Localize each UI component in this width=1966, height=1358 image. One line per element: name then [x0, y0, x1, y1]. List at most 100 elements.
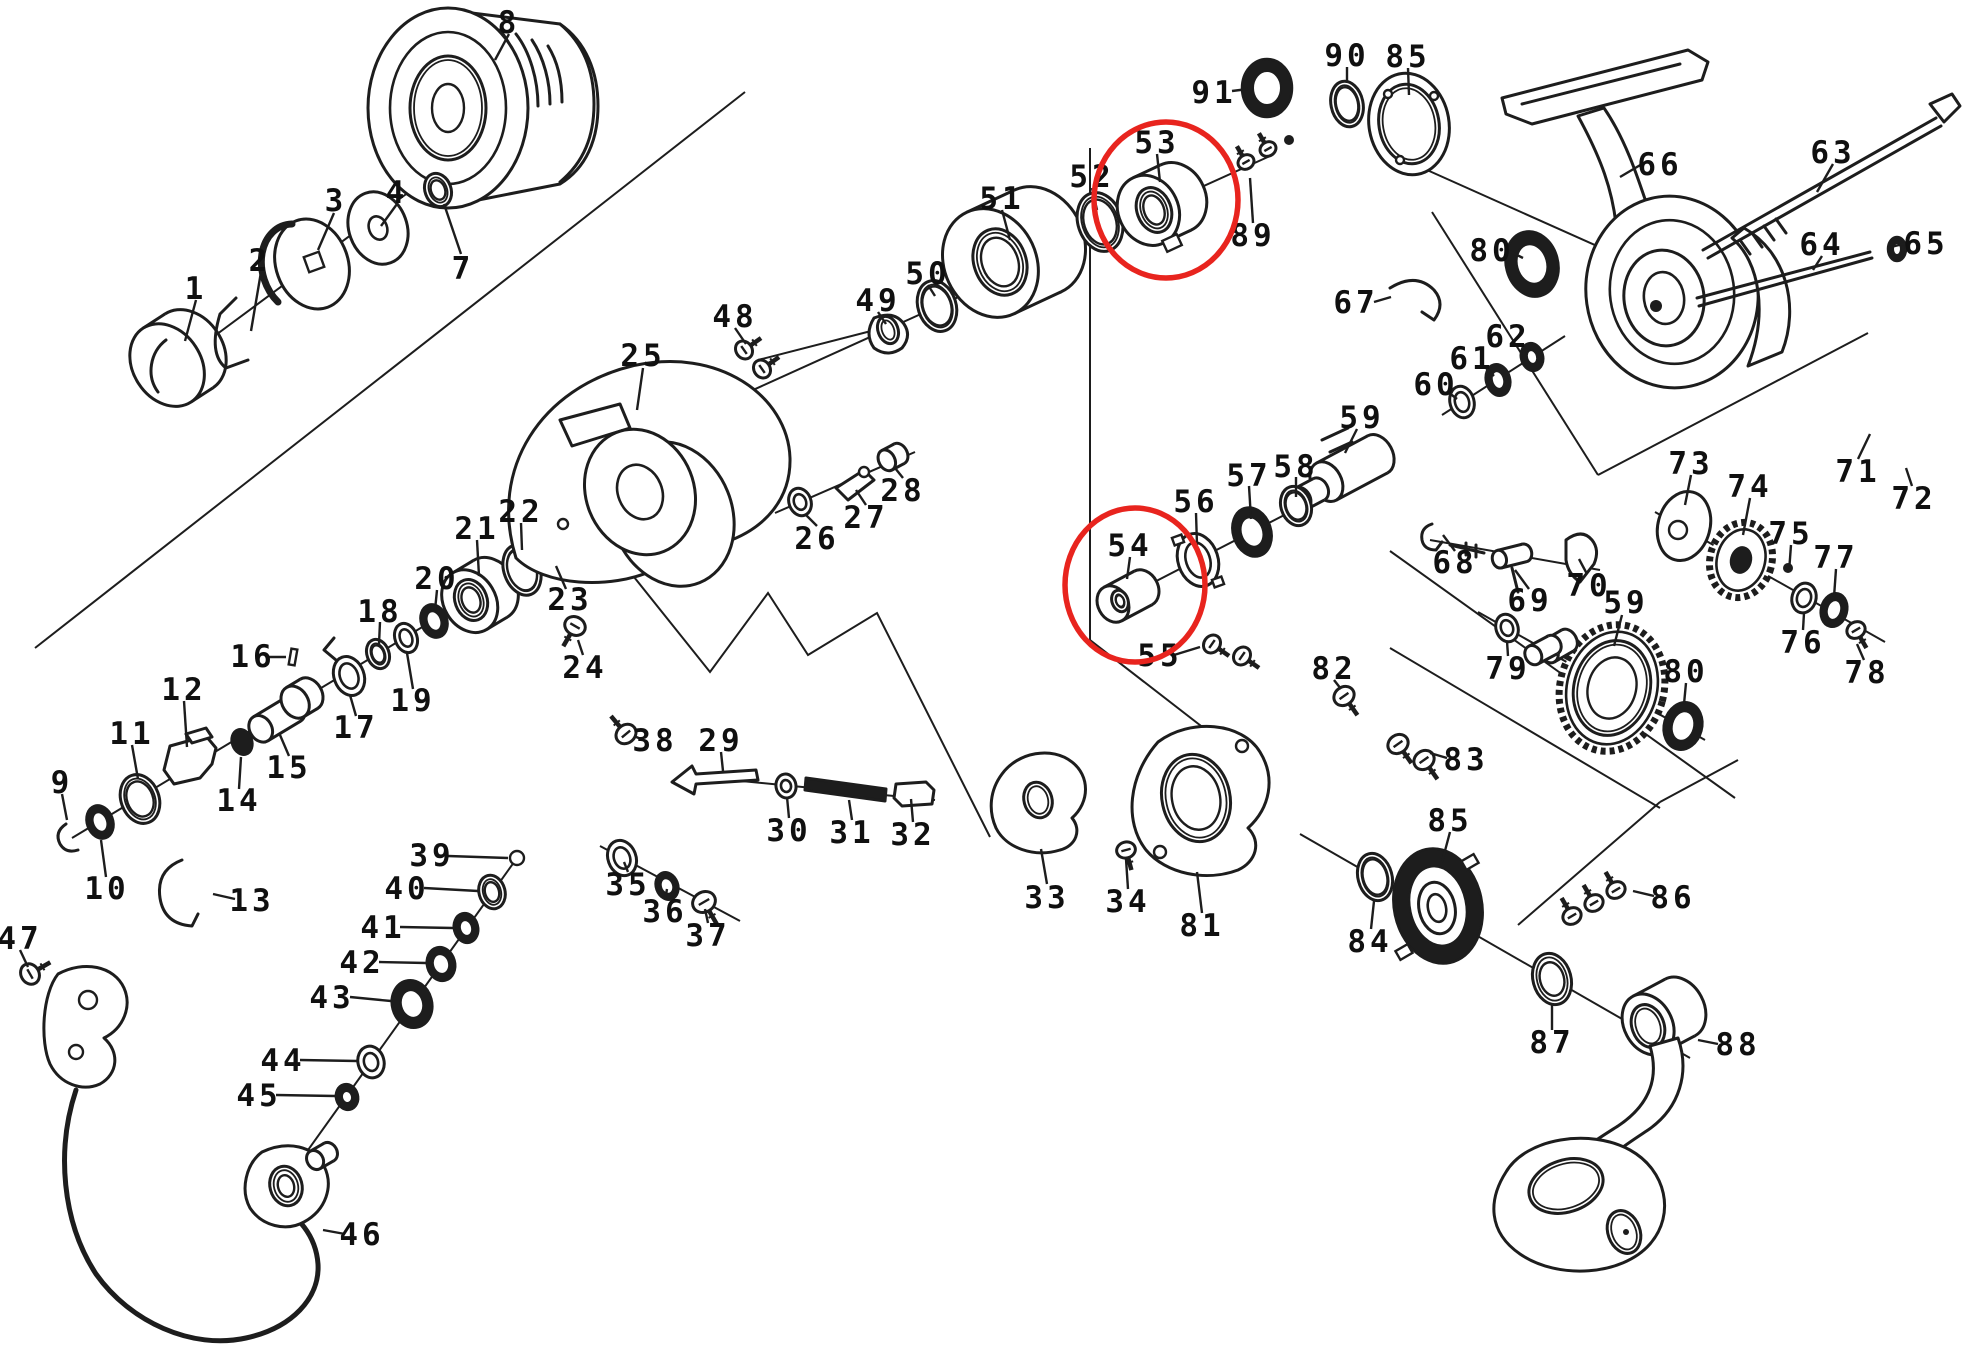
construction-line	[34, 91, 746, 649]
leader-line	[635, 367, 645, 411]
leader-line	[1333, 679, 1342, 690]
leader-line	[804, 513, 818, 527]
screw-86b-slot	[1589, 899, 1599, 907]
drag-knob-face	[128, 322, 206, 408]
bush-15-face	[247, 714, 275, 744]
washer-19-bore	[398, 627, 414, 649]
leader-line	[1787, 544, 1793, 573]
arm-27-hole	[857, 465, 871, 479]
drag-knob-arc	[149, 338, 168, 394]
part-label-8: 8	[498, 5, 521, 41]
part-label-49: 49	[855, 283, 900, 319]
leader-line	[909, 798, 915, 823]
screw-48a-thread	[751, 338, 758, 347]
handle-88-knob-face	[1527, 1157, 1605, 1215]
flange-85a-h2	[1428, 90, 1440, 102]
rod-64	[1695, 250, 1874, 308]
construction-line	[1431, 211, 1599, 476]
construction-line	[1517, 801, 1661, 926]
screw-89a-slot	[1241, 158, 1251, 166]
nut-21-face-rim	[457, 582, 485, 618]
leader-line	[1369, 900, 1376, 930]
bearing-80a-bore	[1515, 243, 1549, 285]
spool-ring-bore	[429, 179, 447, 201]
bearing-91-bore	[1252, 70, 1282, 106]
part-label-85: 85	[1385, 39, 1430, 75]
part-label-78: 78	[1844, 655, 1889, 691]
leader-line	[785, 796, 791, 819]
spring-bar-29	[670, 764, 760, 796]
part-label-74: 74	[1727, 469, 1772, 505]
leader-line	[1890, 241, 1908, 249]
leader-line	[633, 734, 642, 741]
part-label-7: 7	[452, 251, 475, 287]
part-label-51: 51	[979, 181, 1024, 217]
flange-85a-ring	[1377, 82, 1441, 166]
leader-line	[380, 203, 398, 227]
ball-39	[508, 849, 526, 867]
flange-85a-ring-rim	[1381, 87, 1437, 161]
part-label-71: 71	[1835, 454, 1880, 490]
screw-55a-thread	[1219, 647, 1226, 656]
part-label-37: 37	[685, 918, 730, 954]
washer-79-bore	[1499, 618, 1515, 638]
screw-83b-slot	[1418, 755, 1430, 765]
leader-line	[1801, 612, 1806, 631]
part-label-58: 58	[1273, 449, 1318, 485]
part-label-68: 68	[1432, 545, 1477, 581]
screw-86a-thread	[1561, 902, 1570, 908]
leader-line	[1173, 645, 1201, 657]
part-label-15: 15	[266, 750, 311, 786]
spool-hub-rim	[413, 59, 483, 157]
seal-42-bore	[431, 953, 451, 975]
collar-56-ear1	[1170, 532, 1186, 548]
screw-86c-slot	[1611, 886, 1621, 894]
leader-line	[1247, 485, 1253, 520]
leader-line	[1447, 391, 1458, 400]
part-label-48: 48	[712, 299, 757, 335]
bail-arm-h1	[77, 989, 99, 1011]
part-label-57: 57	[1226, 458, 1271, 494]
washer-40-bore	[483, 880, 501, 904]
spring-13	[157, 858, 200, 928]
leader-line	[99, 839, 108, 878]
nut-14	[230, 728, 254, 756]
leader-line	[1683, 474, 1693, 506]
handle-88-cap-dot	[1623, 1229, 1629, 1235]
plate-12	[162, 734, 218, 786]
part-label-23: 23	[547, 582, 592, 618]
bearing-57-bore	[1239, 516, 1265, 548]
part-label-32: 32	[890, 817, 935, 853]
bearing-77-bore	[1825, 599, 1843, 621]
part-label-87: 87	[1529, 1025, 1574, 1061]
screw-82-thread	[1348, 704, 1357, 711]
leader-line	[278, 734, 291, 757]
part-label-75: 75	[1768, 516, 1813, 552]
zigzag-panel-line	[621, 561, 991, 838]
leader-line	[1125, 556, 1132, 580]
seal-41-bore	[458, 919, 474, 937]
leader-line	[1000, 209, 1012, 241]
ferrule-32	[892, 780, 936, 808]
leader-line	[734, 327, 747, 345]
washer-87-bore	[1538, 961, 1566, 997]
leader-line	[926, 284, 937, 297]
part-label-21: 21	[454, 511, 499, 547]
flange-85a-h3	[1394, 154, 1406, 166]
part-label-11: 11	[109, 716, 154, 752]
screw-47-slot	[26, 968, 34, 980]
part-label-10: 10	[84, 871, 129, 907]
sleeve-79-face	[1523, 644, 1544, 667]
leader-line	[894, 467, 904, 479]
screw-89b-slot	[1263, 145, 1273, 153]
ratchet-74-bore	[1729, 546, 1753, 574]
part-label-36: 36	[642, 894, 687, 930]
part-label-4: 4	[386, 175, 409, 211]
roller-36-bore	[659, 877, 675, 895]
leader-line	[855, 489, 867, 506]
part-label-18: 18	[357, 594, 402, 630]
leader-line	[237, 756, 243, 790]
drive-gear-59b-ring-rim	[1576, 643, 1648, 733]
screw-55a-slot	[1208, 639, 1216, 649]
body-sideplate	[1730, 226, 1792, 368]
